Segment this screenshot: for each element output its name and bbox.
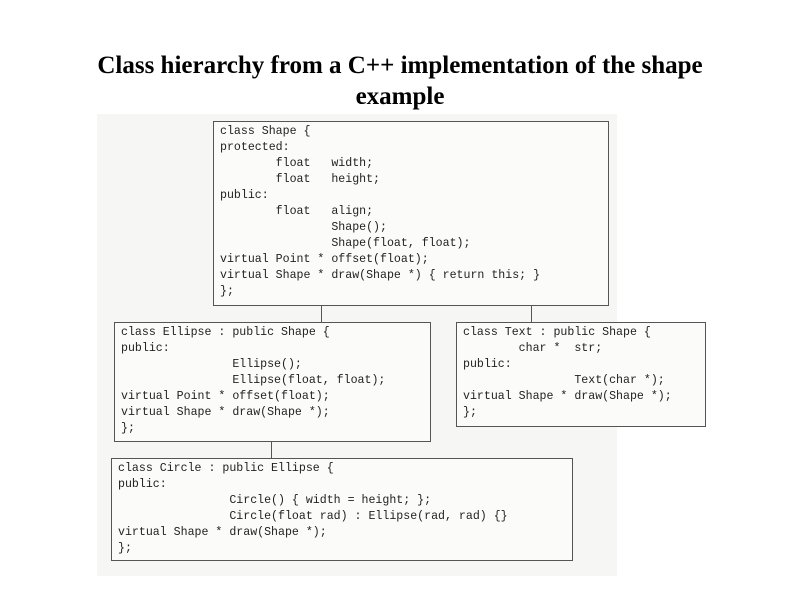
connector-ellipse-to-circle: [271, 442, 273, 458]
code-line: Text(char *);: [463, 374, 665, 387]
code-line: class Shape {: [220, 125, 311, 138]
slide-title: Class hierarchy from a C++ implementatio…: [40, 50, 760, 112]
code-line: Circle() { width = height; };: [118, 494, 432, 507]
class-box-text: class Text : public Shape { char * str; …: [456, 322, 706, 427]
code-line: float align;: [220, 205, 374, 218]
class-box-shape: class Shape { protected: float width; fl…: [213, 121, 609, 306]
code-line: };: [118, 542, 132, 555]
code-line: public:: [463, 358, 512, 371]
code-line: class Circle : public Ellipse {: [118, 462, 334, 475]
code-line: Circle(float rad) : Ellipse(rad, rad) {}: [118, 510, 508, 523]
code-line: virtual Shape * draw(Shape *) { return t…: [220, 269, 541, 282]
code-line: protected:: [220, 141, 290, 154]
code-line: public:: [121, 342, 170, 355]
connector-shape-to-text: [531, 306, 533, 322]
code-line: virtual Shape * draw(Shape *);: [121, 406, 330, 419]
connector-shape-to-ellipse: [321, 306, 323, 322]
code-line: virtual Shape * draw(Shape *);: [463, 390, 672, 403]
code-line: public:: [118, 478, 167, 491]
slide-title-line-2: example: [355, 83, 445, 110]
code-line: float height;: [220, 173, 381, 186]
code-line: };: [220, 285, 234, 298]
code-line: virtual Shape * draw(Shape *);: [118, 526, 327, 539]
code-line: virtual Point * offset(float);: [220, 253, 429, 266]
class-box-ellipse: class Ellipse : public Shape { public: E…: [114, 322, 431, 442]
code-line: Shape();: [220, 221, 387, 234]
slide-title-line-1: Class hierarchy from a C++ implementatio…: [97, 52, 703, 79]
code-line: Shape(float, float);: [220, 237, 471, 250]
code-line: float width;: [220, 157, 374, 170]
code-line: char * str;: [463, 342, 603, 355]
code-line: };: [121, 422, 135, 435]
code-line: class Ellipse : public Shape {: [121, 326, 330, 339]
code-line: Ellipse(float, float);: [121, 374, 386, 387]
class-box-circle: class Circle : public Ellipse { public: …: [111, 458, 573, 561]
code-line: Ellipse();: [121, 358, 302, 371]
code-line: class Text : public Shape {: [463, 326, 651, 339]
code-line: public:: [220, 189, 269, 202]
code-line: virtual Point * offset(float);: [121, 390, 330, 403]
code-line: };: [463, 406, 477, 419]
